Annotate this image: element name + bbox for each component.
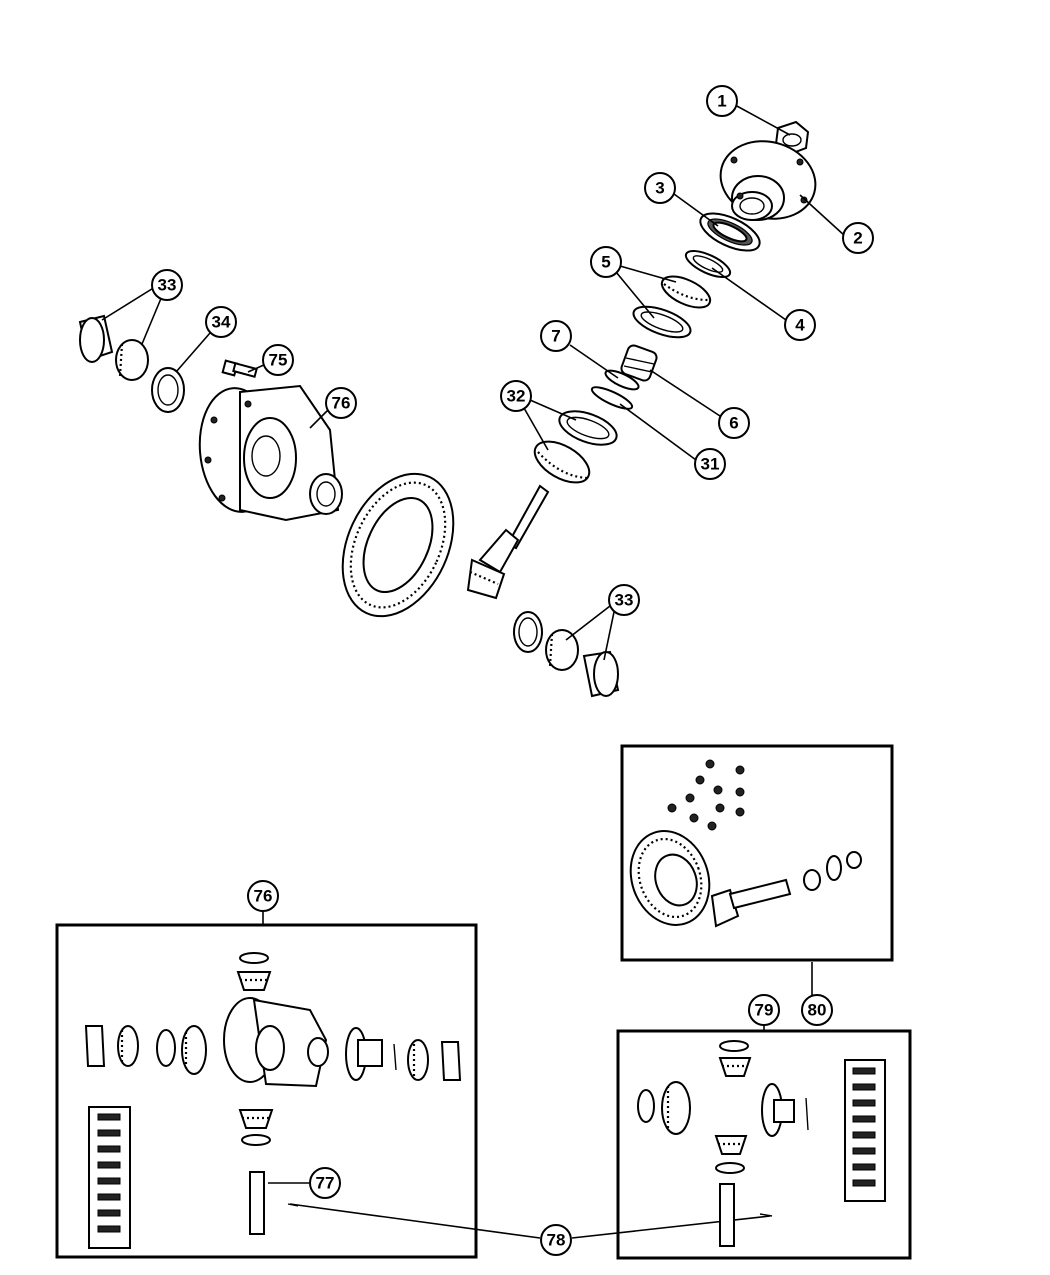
callout-31: 31 bbox=[694, 448, 726, 480]
callout-33-left: 33 bbox=[151, 269, 183, 301]
washer-part bbox=[684, 249, 732, 279]
ring-gear-part bbox=[341, 472, 455, 618]
callout-1: 1 bbox=[706, 85, 738, 117]
svg-text:77: 77 bbox=[316, 1174, 335, 1193]
svg-text:33: 33 bbox=[615, 591, 634, 610]
inner-pinion-bearing-part bbox=[533, 410, 618, 484]
callout-76-upper: 76 bbox=[325, 387, 357, 419]
case-assembly-kit-parts bbox=[84, 952, 462, 1249]
svg-text:32: 32 bbox=[507, 387, 526, 406]
svg-text:78: 78 bbox=[547, 1231, 566, 1250]
callout-77: 77 bbox=[309, 1167, 341, 1199]
svg-text:3: 3 bbox=[655, 179, 664, 198]
spider-gear-kit-parts bbox=[637, 1040, 886, 1247]
outer-pinion-bearing-part bbox=[632, 275, 712, 339]
bolt-set-left bbox=[97, 1113, 121, 1233]
ring-gear-bolt-part bbox=[221, 359, 258, 378]
svg-text:1: 1 bbox=[717, 92, 726, 111]
callout-3: 3 bbox=[644, 172, 676, 204]
callout-80: 80 bbox=[801, 994, 833, 1026]
case-assembly-kit-box bbox=[55, 923, 478, 1259]
pinion-shim-part bbox=[590, 386, 634, 410]
callout-75: 75 bbox=[262, 344, 294, 376]
side-bearing-left-part bbox=[78, 314, 149, 381]
svg-text:6: 6 bbox=[729, 414, 738, 433]
companion-flange-part bbox=[719, 140, 817, 221]
spider-gear-kit-box bbox=[616, 1029, 912, 1260]
collapsible-spacer-part bbox=[620, 344, 658, 382]
callout-4: 4 bbox=[784, 309, 816, 341]
callout-5: 5 bbox=[590, 246, 622, 278]
bolt-set-right bbox=[852, 1067, 876, 1187]
svg-text:75: 75 bbox=[269, 351, 288, 370]
svg-text:33: 33 bbox=[158, 276, 177, 295]
callout-6: 6 bbox=[718, 407, 750, 439]
svg-text:80: 80 bbox=[808, 1001, 827, 1020]
callout-79: 79 bbox=[748, 994, 780, 1026]
callout-32: 32 bbox=[500, 380, 532, 412]
pinion-seal-part bbox=[699, 212, 761, 252]
svg-text:76: 76 bbox=[332, 394, 351, 413]
gear-kit-box bbox=[620, 744, 894, 962]
gear-kit-parts bbox=[629, 759, 862, 928]
side-bearing-right-part bbox=[513, 611, 620, 698]
drive-pinion-gear-part bbox=[466, 484, 550, 600]
svg-text:79: 79 bbox=[755, 1001, 774, 1020]
leader-lines bbox=[101, 104, 846, 1239]
svg-text:31: 31 bbox=[701, 455, 720, 474]
differential-case-part bbox=[198, 384, 343, 522]
bolt-cluster bbox=[667, 759, 745, 831]
callout-76-box: 76 bbox=[247, 880, 279, 912]
callout-34: 34 bbox=[205, 306, 237, 338]
callout-7: 7 bbox=[540, 320, 572, 352]
svg-text:7: 7 bbox=[551, 327, 560, 346]
svg-text:2: 2 bbox=[853, 229, 862, 248]
svg-text:4: 4 bbox=[795, 316, 805, 335]
callout-78: 78 bbox=[540, 1224, 572, 1256]
svg-text:34: 34 bbox=[212, 313, 231, 332]
svg-text:5: 5 bbox=[601, 253, 610, 272]
callout-33-right: 33 bbox=[608, 584, 640, 616]
side-bearing-shim-part bbox=[151, 367, 185, 413]
callout-2: 2 bbox=[842, 222, 874, 254]
svg-text:76: 76 bbox=[254, 887, 273, 906]
